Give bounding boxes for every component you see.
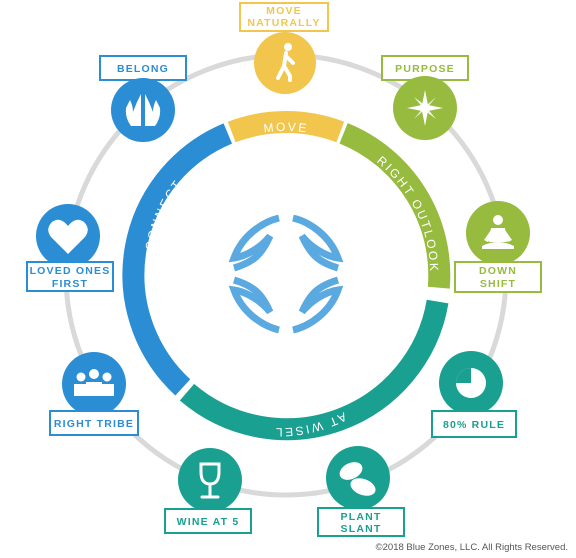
label-belong: BELONG <box>117 63 169 75</box>
label-box-plant-slant <box>317 507 405 537</box>
node-wine-at-5: WINE AT 5 <box>164 448 252 534</box>
label-down-shift-line2: SHIFT <box>480 278 516 290</box>
blue-zones-logo <box>228 214 344 334</box>
wine-glass-icon <box>199 462 221 499</box>
label-loved-ones-first-line1: LOVED ONES <box>30 265 111 277</box>
label-plant-slant-line1: PLANT <box>341 511 382 523</box>
group-icon <box>74 369 114 396</box>
segment-connect <box>122 123 233 396</box>
node-belong: BELONG <box>99 55 187 142</box>
pie-chart-icon <box>456 368 486 398</box>
node-80-rule: 80% RULE <box>431 351 517 438</box>
label-wine-at-5: WINE AT 5 <box>177 516 240 528</box>
label-right-tribe: RIGHT TRIBE <box>54 418 134 430</box>
copyright-text: ©2018 Blue Zones, LLC. All Rights Reserv… <box>375 542 568 553</box>
segment-label-move: MOVE <box>263 120 310 136</box>
node-down-shift: DOWN SHIFT <box>454 201 542 293</box>
node-right-tribe: RIGHT TRIBE <box>49 352 139 436</box>
beans-icon <box>339 462 376 496</box>
node-purpose: PURPOSE <box>381 55 469 140</box>
node-move-naturally: MOVE NATURALLY <box>239 2 329 94</box>
heart-icon <box>48 219 88 254</box>
walking-person-icon <box>276 43 295 82</box>
label-box-move-naturally <box>239 2 329 32</box>
label-box-down-shift <box>454 261 542 293</box>
praying-hands-icon <box>125 94 161 126</box>
segment-move <box>227 111 345 143</box>
segment-eat-wisely <box>179 299 449 441</box>
label-loved-ones-first-line2: FIRST <box>52 278 88 290</box>
segment-right-outlook <box>339 123 451 289</box>
meditation-icon <box>482 215 514 249</box>
node-plant-slant: PLANT SLANT <box>317 446 405 537</box>
label-down-shift-line1: DOWN <box>479 265 517 277</box>
node-loved-ones-first: LOVED ONES FIRST <box>26 204 114 292</box>
label-plant-slant-line2: SLANT <box>341 523 382 535</box>
label-80-rule: 80% RULE <box>443 419 505 431</box>
label-move-naturally-line2: NATURALLY <box>247 17 320 29</box>
label-box-right-tribe <box>49 410 139 436</box>
compass-star-icon <box>407 90 443 126</box>
label-box-80-rule <box>431 410 517 438</box>
label-purpose: PURPOSE <box>395 63 455 75</box>
label-box-wine-at-5 <box>164 508 252 534</box>
label-box-loved-ones-first <box>26 261 114 292</box>
label-move-naturally-line1: MOVE <box>266 5 302 17</box>
